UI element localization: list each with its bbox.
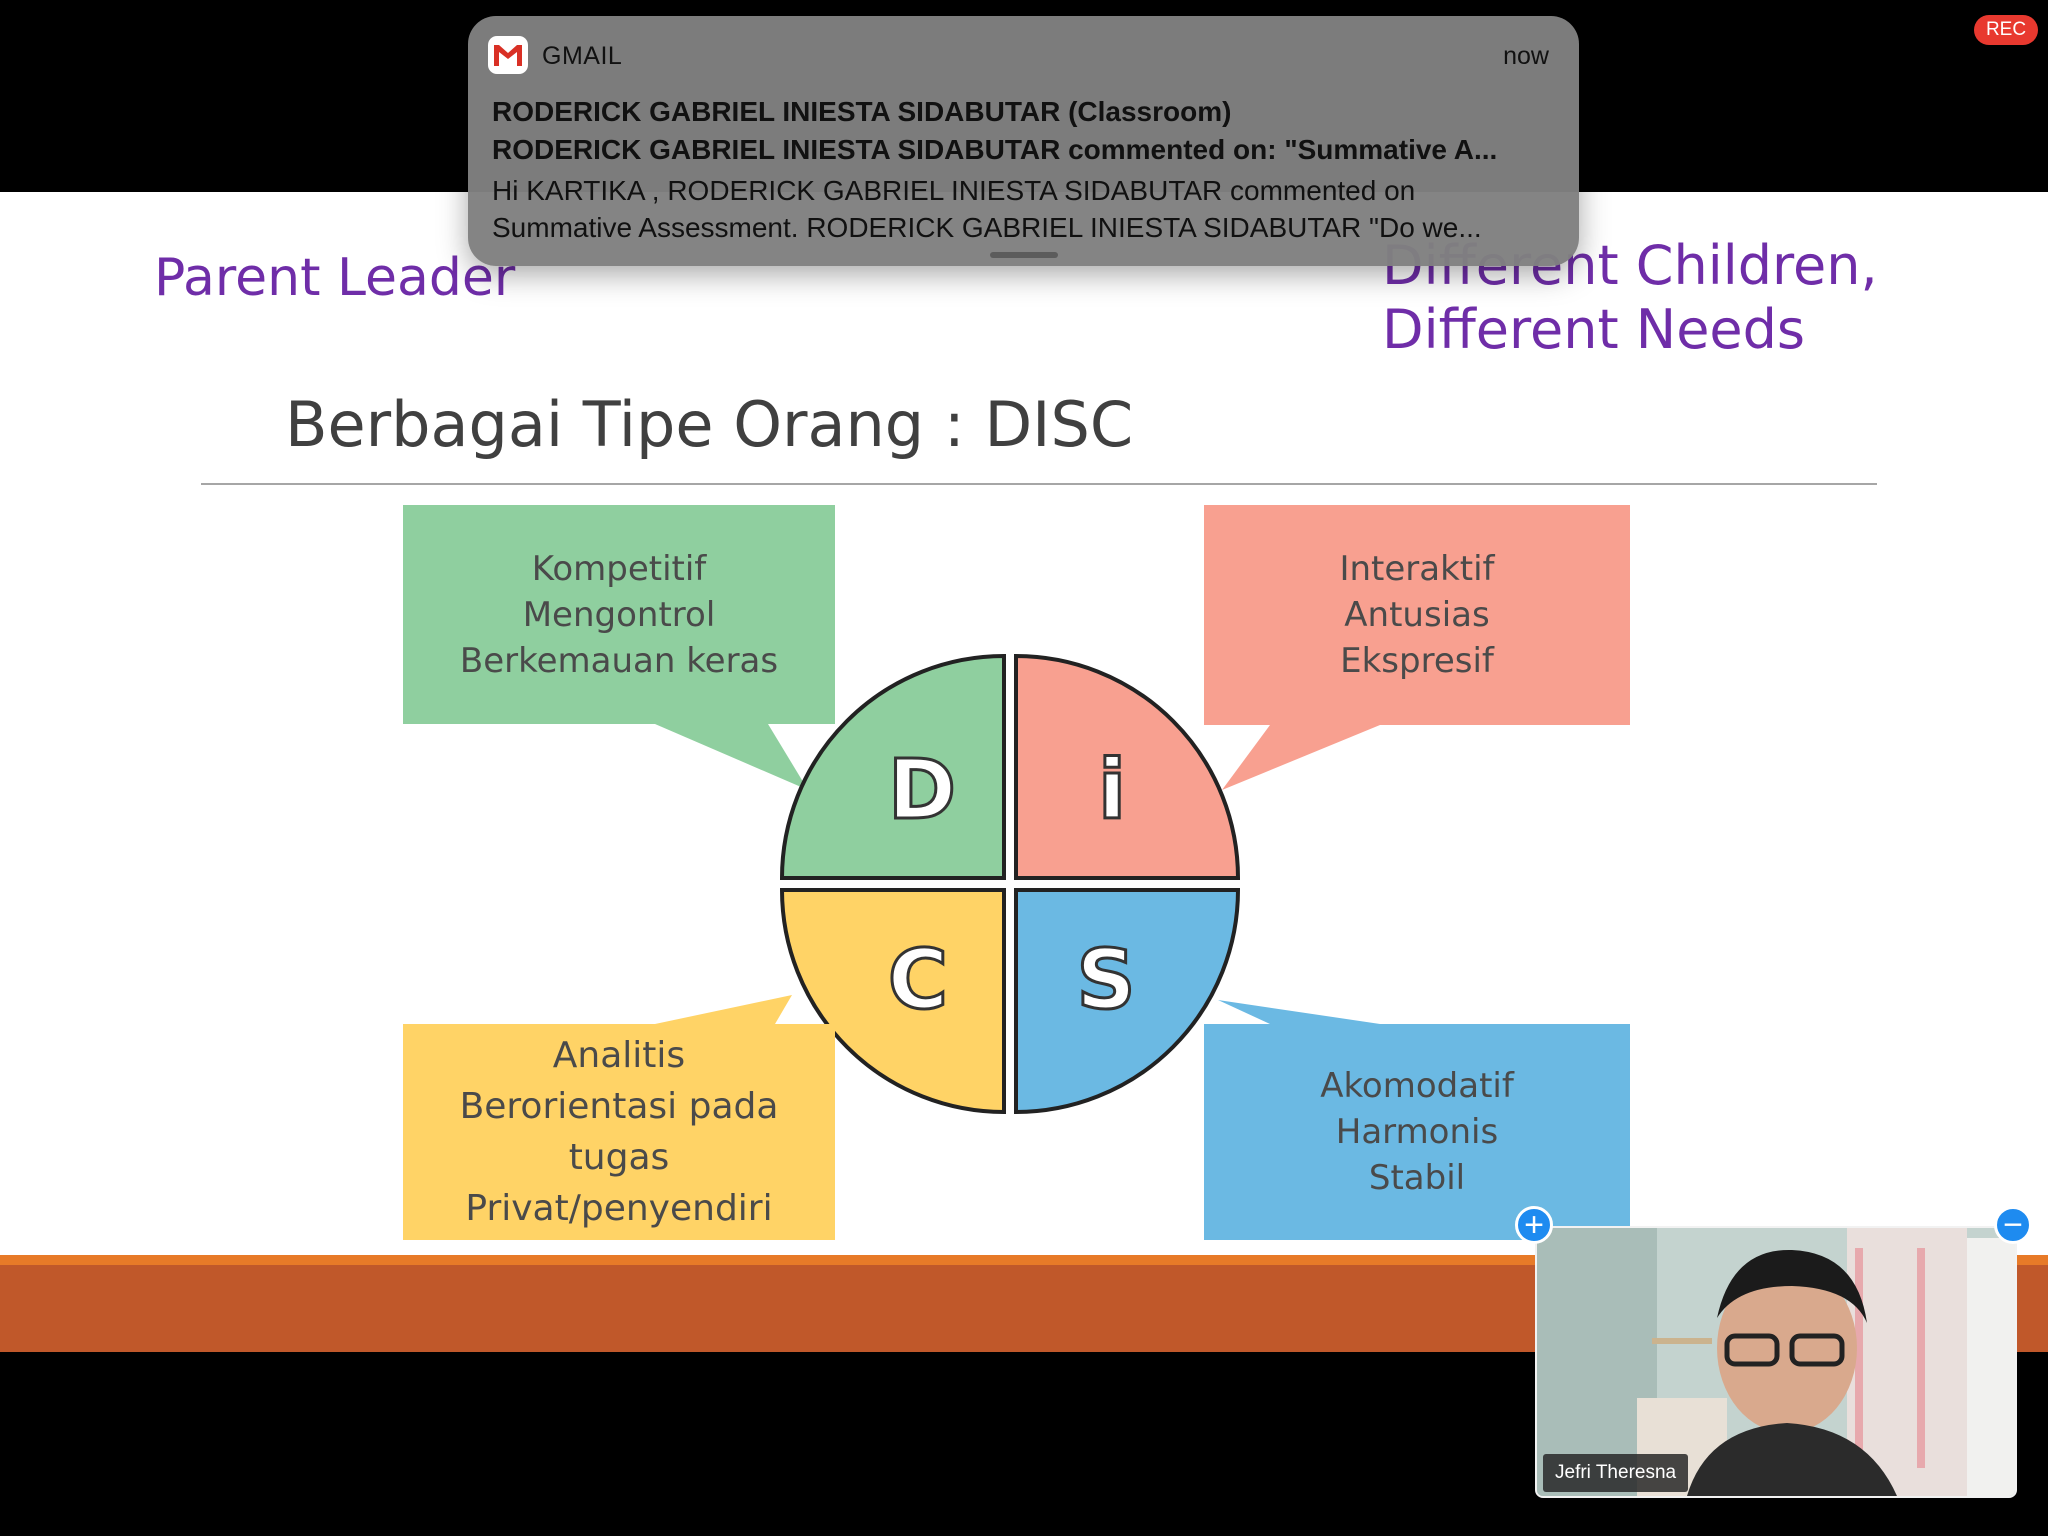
header-right-line2: Different Needs [1382,298,1806,361]
d-trait-3: Berkemauan keras [459,640,779,681]
i-trait-3: Ekspresif [1340,641,1494,681]
notification-app-name: GMAIL [542,42,623,70]
box-influence: Interaktif Antusias Ekspresif [1204,505,1630,725]
title-divider [201,483,1877,485]
c-trait-2: Berorientasi pada [459,1086,779,1127]
pointer-c [655,995,792,1024]
d-trait-2: Mengontrol [522,594,716,635]
d-trait-1: Kompetitif [531,548,707,589]
notification-time: now [1503,42,1549,70]
i-trait-1: Interaktif [1339,549,1495,589]
letter-s: S [1076,933,1135,1028]
slide-title: Berbagai Tipe Orang : DISC [285,388,1134,461]
box-dominance: Kompetitif Mengontrol Berkemauan keras [403,505,835,724]
participant-video-feed [1537,1228,2015,1496]
notification-body: Hi KARTIKA , RODERICK GABRIEL INIESTA SI… [492,175,1482,243]
participant-name-label: Jefri Theresna [1543,1454,1689,1492]
recording-indicator: REC [1974,15,2038,45]
quadrant-d [779,653,1006,880]
minimize-icon[interactable]: − [1994,1206,2032,1244]
gmail-notification[interactable]: GMAIL now RODERICK GABRIEL INIESTA SIDAB… [468,16,1579,266]
pointer-s [1218,1000,1380,1024]
c-trait-4: Privat/penyendiri [465,1188,773,1229]
i-trait-2: Antusias [1344,595,1490,635]
notification-subtitle: RODERICK GABRIEL INIESTA SIDABUTAR comme… [492,134,1498,165]
s-trait-2: Harmonis [1335,1112,1499,1152]
letter-c: C [888,933,948,1028]
gmail-icon [488,36,528,74]
box-conscientiousness: Analitis Berorientasi pada tugas Privat/… [403,1024,835,1240]
letter-i: i [1098,743,1126,838]
quadrant-i [1014,653,1241,880]
notification-drag-handle[interactable] [990,252,1058,258]
c-trait-1: Analitis [552,1035,686,1076]
c-trait-3: tugas [568,1137,670,1178]
box-steadiness: Akomodatif Harmonis Stabil [1204,1024,1630,1240]
slide-header-left: Parent Leader [154,248,516,308]
letter-d: D [888,743,956,838]
s-trait-3: Stabil [1368,1158,1466,1198]
s-trait-1: Akomodatif [1320,1066,1514,1106]
notification-title: RODERICK GABRIEL INIESTA SIDABUTAR (Clas… [492,96,1232,127]
pointer-d [655,724,808,790]
quadrant-s [1014,888,1241,1115]
participant-video-tile[interactable]: Jefri Theresna [1535,1226,2017,1498]
quadrant-c [779,888,1006,1115]
pointer-i [1222,725,1380,790]
add-icon[interactable]: + [1515,1206,1553,1244]
